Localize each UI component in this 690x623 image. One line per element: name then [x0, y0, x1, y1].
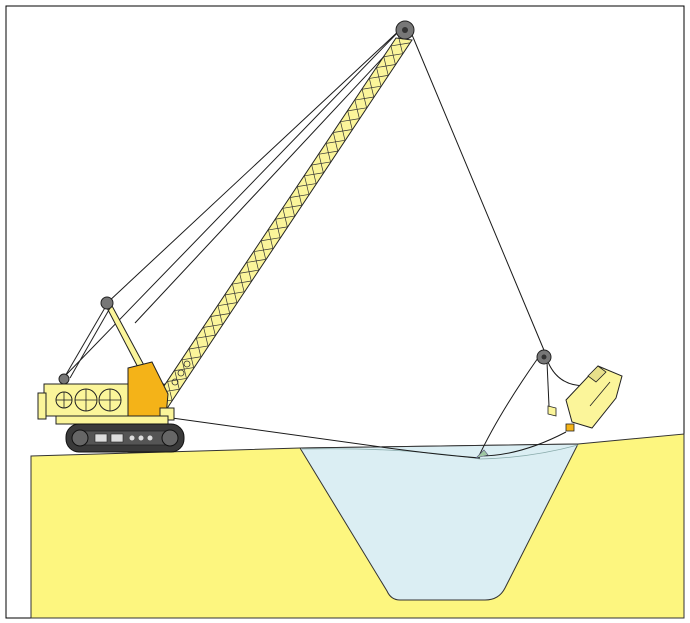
operator-cab [127, 361, 169, 417]
dump-line [477, 357, 539, 459]
cables [63, 26, 595, 459]
water-filled-trench [299, 443, 579, 601]
drag-chain [479, 431, 567, 457]
pendant-line-3 [134, 49, 391, 324]
a-frame-sheave [100, 296, 114, 310]
rear-sheave [58, 373, 70, 385]
pendant-line-2 [63, 26, 404, 378]
boom-tip-sheave [395, 20, 415, 40]
machine-house [37, 361, 175, 425]
crawler-tracks [65, 423, 185, 453]
drag-hitch [475, 449, 489, 459]
sheave-drop-line [546, 361, 550, 407]
pendant-line-1 [106, 26, 404, 304]
drag-cable [171, 417, 481, 459]
hoist-cable [409, 29, 547, 356]
bucket-sheave [536, 349, 552, 365]
bucket [547, 365, 623, 432]
